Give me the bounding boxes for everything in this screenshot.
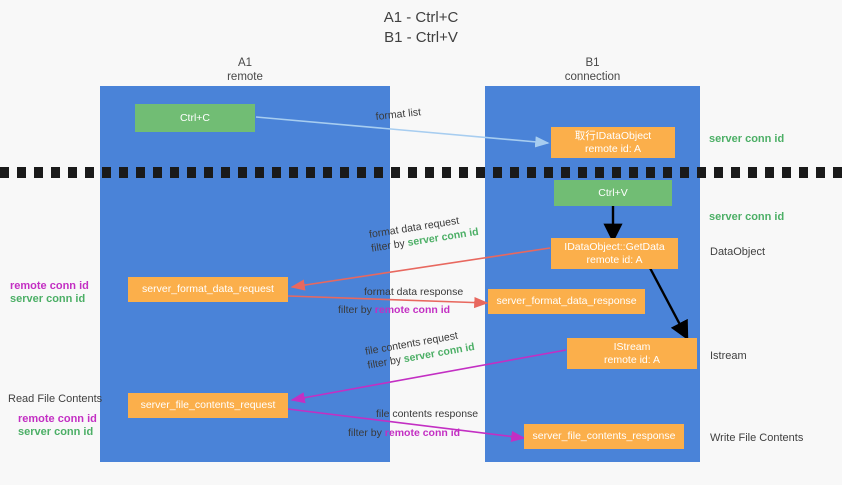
title-line-1: A1 - Ctrl+C bbox=[383, 9, 459, 26]
filter-value-remote-conn-id: remote conn id bbox=[384, 427, 461, 439]
title-line-2: B1 - Ctrl+V bbox=[384, 29, 458, 46]
node-istream-line2: remote id: A bbox=[603, 353, 661, 366]
filter-prefix: filter by bbox=[338, 304, 375, 316]
filter-value-remote-conn-id: remote conn id bbox=[374, 304, 451, 316]
column-b1-role: connection bbox=[564, 71, 621, 83]
node-ctrl-v[interactable]: Ctrl+V bbox=[554, 180, 672, 206]
edge-label-file-contents-response: file contents response filter by remote … bbox=[348, 407, 479, 440]
node-server-format-data-request[interactable]: server_format_data_request bbox=[128, 277, 288, 302]
node-idataobject-line2: remote id: A bbox=[584, 142, 642, 155]
label-read-file-contents: Read File Contents bbox=[8, 393, 103, 405]
node-server-file-contents-request-label: server_file_contents_request bbox=[140, 399, 276, 411]
node-server-file-contents-response-label: server_file_contents_response bbox=[532, 430, 676, 442]
node-server-format-data-response-label: server_format_data_response bbox=[496, 295, 637, 307]
label-istream: Istream bbox=[710, 350, 747, 362]
edge-label-file-contents-response-text: file contents response bbox=[376, 408, 479, 420]
label-server-conn-id-mid: server conn id bbox=[709, 211, 785, 223]
node-server-format-data-request-label: server_format_data_request bbox=[142, 283, 274, 295]
label-remote-conn-id-2: remote conn id bbox=[18, 413, 97, 425]
label-server-conn-id-top: server conn id bbox=[709, 133, 785, 145]
node-istream-line1: IStream bbox=[613, 340, 651, 353]
label-server-conn-id-1: server conn id bbox=[10, 293, 86, 305]
label-server-conn-id-2: server conn id bbox=[18, 426, 94, 438]
node-ctrl-c-label: Ctrl+C bbox=[179, 111, 211, 124]
page-title: A1 - Ctrl+C B1 - Ctrl+V bbox=[0, 8, 842, 48]
node-ctrl-c[interactable]: Ctrl+C bbox=[135, 104, 255, 132]
column-header-b1: B1 connection bbox=[485, 56, 700, 84]
label-dataobject: DataObject bbox=[710, 246, 766, 258]
filter-prefix: filter by bbox=[348, 427, 385, 439]
edge-label-file-contents-response-filter: filter by remote conn id bbox=[348, 426, 478, 440]
column-header-a1: A1 remote bbox=[100, 56, 390, 84]
node-server-format-data-response[interactable]: server_format_data_response bbox=[488, 289, 645, 314]
divider-dashed-line bbox=[0, 166, 842, 178]
label-write-file-contents: Write File Contents bbox=[710, 432, 804, 444]
node-idataobject-line1: 取行IDataObject bbox=[574, 129, 652, 142]
edge-label-format-data-response-text: format data response bbox=[364, 286, 464, 298]
node-getdata[interactable]: IDataObject::GetData remote id: A bbox=[551, 238, 678, 269]
node-getdata-line2: remote id: A bbox=[586, 253, 643, 266]
node-idataobject[interactable]: 取行IDataObject remote id: A bbox=[551, 127, 675, 158]
column-a1-role: remote bbox=[227, 71, 263, 83]
column-a1-name: A1 bbox=[237, 57, 253, 69]
label-remote-conn-id-1: remote conn id bbox=[10, 280, 89, 292]
node-getdata-line1: IDataObject::GetData bbox=[564, 240, 665, 253]
edge-label-format-data-response: format data response filter by remote co… bbox=[338, 285, 464, 317]
column-b1-name: B1 bbox=[585, 57, 600, 69]
node-ctrl-v-label: Ctrl+V bbox=[598, 186, 628, 199]
node-server-file-contents-request[interactable]: server_file_contents_request bbox=[128, 393, 288, 418]
edge-label-format-data-response-filter: filter by remote conn id bbox=[338, 303, 463, 317]
node-istream[interactable]: IStream remote id: A bbox=[567, 338, 697, 369]
node-server-file-contents-response[interactable]: server_file_contents_response bbox=[524, 424, 684, 449]
